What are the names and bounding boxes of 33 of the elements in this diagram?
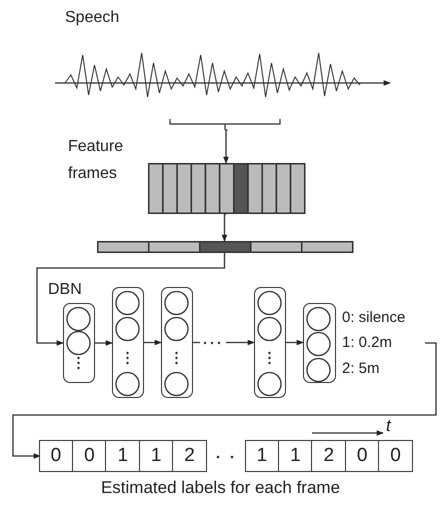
text-label: 2: 5m (342, 359, 380, 379)
frame-label-cell: 1 (105, 440, 140, 472)
feature-frames-bar (148, 163, 304, 214)
frame-label-cell: 1 (138, 440, 174, 472)
arrow (223, 129, 229, 164)
label-sequence (40, 440, 207, 472)
feature-frames-bar (97, 241, 352, 253)
frame-label-cell: 1 (244, 440, 280, 472)
arrow (222, 213, 228, 242)
arrow (36, 253, 226, 346)
network-layer-box (112, 287, 144, 398)
text-label: Speech (65, 8, 120, 28)
text-label: 1: 0.2m (342, 333, 392, 353)
network-layer-box (63, 303, 95, 383)
frame-label-cell: 2 (172, 440, 208, 472)
frame-label-cell: 1 (278, 440, 313, 472)
text-label: Feature frames (68, 137, 124, 184)
frame-label-cell: 0 (72, 440, 107, 472)
arrow (12, 342, 437, 459)
network-layer-box (161, 287, 193, 398)
text-label: t (386, 416, 391, 436)
text-label: DBN (48, 280, 82, 300)
network-layer-box (254, 287, 286, 398)
label-sequence (246, 440, 413, 472)
frame-label-cell: 2 (311, 440, 346, 472)
frame-label-cell: 0 (38, 440, 74, 472)
text-label: 0: silence (342, 308, 406, 328)
text-label: Estimated labels for each frame (100, 478, 342, 498)
arrow (144, 340, 162, 346)
frame-label-cell: 0 (344, 440, 380, 472)
frame-label-cell: 0 (378, 440, 414, 472)
arrow (286, 340, 304, 346)
arrow (95, 340, 113, 346)
